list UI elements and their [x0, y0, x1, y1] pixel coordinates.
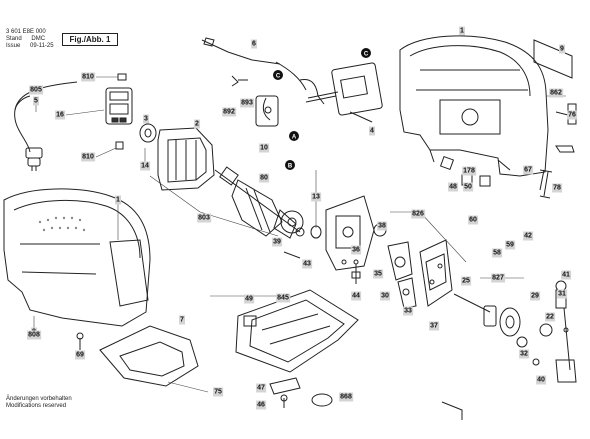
fan [280, 210, 304, 234]
part-label: 32 [519, 349, 529, 359]
part-label: 805 [29, 85, 43, 95]
part-label: 2 [194, 119, 200, 129]
part-label: 6 [251, 39, 257, 49]
part-label: 31 [557, 289, 567, 299]
part-label: 810 [81, 152, 95, 162]
lever-assembly [373, 223, 417, 309]
part-label: 50 [463, 182, 473, 192]
base-plate [235, 289, 359, 408]
switch-assembly [105, 73, 133, 150]
part-label: 40 [536, 375, 546, 385]
part-label: 3 [143, 114, 149, 124]
part-label: 59 [505, 240, 515, 250]
part-label: 78 [552, 183, 562, 193]
part-label: 845 [276, 293, 290, 303]
part-label: 7 [179, 315, 185, 325]
part-label: 41 [561, 270, 571, 280]
armature [214, 166, 322, 239]
part-label: 80 [259, 173, 269, 183]
part-label: 810 [81, 72, 95, 82]
callout-b: B [288, 164, 293, 170]
part-label: 76 [567, 110, 577, 120]
issue-label: Issue [6, 43, 21, 49]
part-label: 48 [448, 182, 458, 192]
part-label: 33 [403, 306, 413, 316]
housing-right [399, 35, 549, 177]
part-label: 16 [55, 110, 65, 120]
part-label: 826 [411, 209, 425, 219]
part-label: 58 [492, 248, 502, 258]
part-label: 39 [272, 237, 282, 247]
part-label: 75 [213, 387, 223, 397]
part-label: 67 [523, 165, 533, 175]
part-label: 43 [302, 259, 312, 269]
part-label: 60 [468, 215, 478, 225]
figure-label: Fig./Abb. 1 [62, 33, 118, 46]
part-label: 29 [530, 291, 540, 301]
part-label: 5 [33, 96, 39, 106]
part-label: 22 [545, 312, 555, 322]
electronic-module [305, 62, 383, 123]
callout-circles [273, 48, 371, 170]
front-cover [76, 325, 199, 387]
footer-english: Modifications reserved [6, 403, 67, 409]
stand-row: Stand DMC [6, 36, 45, 43]
gear-wheel [453, 293, 553, 366]
part-label: 30 [380, 291, 390, 301]
part-label: 9 [559, 44, 565, 54]
part-label: 892 [222, 107, 236, 117]
part-label: 13 [311, 192, 321, 202]
callout-c-module: C [364, 52, 369, 58]
part-label: 862 [549, 88, 563, 98]
housing-left [3, 188, 151, 327]
part-number-code: 3 601 E8E 000 [6, 29, 46, 35]
part-label: 868 [339, 392, 353, 402]
cable-harness [201, 37, 325, 127]
part-label: 46 [256, 400, 266, 410]
stand-label: Stand [6, 36, 22, 42]
callout-a: A [292, 135, 297, 141]
part-label: 38 [377, 221, 387, 231]
part-label: 893 [240, 98, 254, 108]
stator [139, 123, 215, 191]
part-label: 803 [197, 213, 211, 223]
part-label: 69 [75, 350, 85, 360]
part-label: 178 [462, 166, 476, 176]
part-label: 37 [429, 321, 439, 331]
part-label: 36 [351, 245, 361, 255]
issue-row: Issue 09-11-25 [6, 43, 54, 50]
part-label: 44 [351, 291, 361, 301]
part-label: 25 [461, 276, 471, 286]
part-label: 49 [244, 294, 254, 304]
part-label: 42 [523, 231, 533, 241]
part-label: 1 [115, 195, 121, 205]
part-label: 808 [27, 330, 41, 340]
gear-housing-plate [325, 195, 375, 271]
pins [283, 251, 361, 284]
issue-value: 09-11-25 [30, 43, 54, 49]
stroke-plate [419, 239, 453, 307]
part-label: 47 [256, 383, 266, 393]
part-label: 35 [373, 269, 383, 279]
part-label: 10 [259, 143, 269, 153]
footer-german: Änderungen vorbehalten [6, 396, 72, 402]
hex-keys [441, 171, 551, 420]
label-plate [533, 39, 573, 79]
stand-value: DMC [31, 36, 46, 42]
part-label: 827 [491, 273, 505, 283]
power-cord [14, 81, 78, 171]
part-label: 4 [369, 126, 375, 136]
part-label: 1 [459, 26, 465, 36]
part-label: 14 [140, 161, 150, 171]
callout-c-top: C [276, 74, 281, 80]
